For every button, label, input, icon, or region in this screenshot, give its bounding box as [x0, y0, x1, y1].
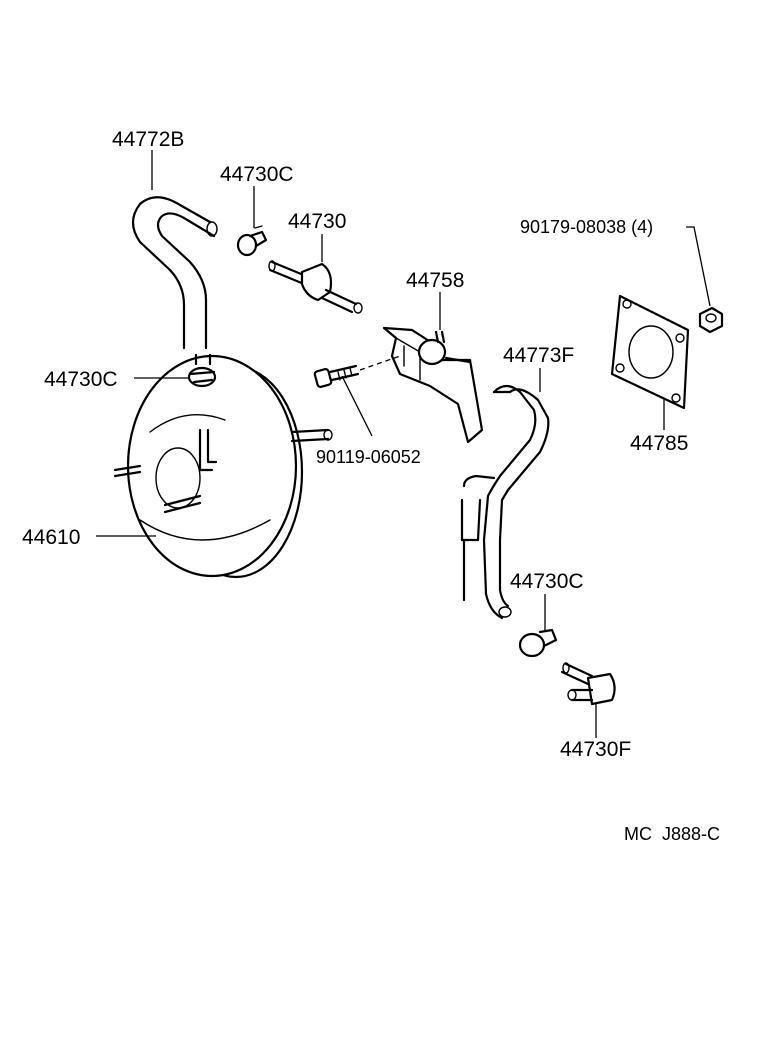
vacuum-hose-44772b [131, 196, 218, 350]
label-44730: 44730 [288, 210, 346, 233]
diagram-code: MC J888-C [624, 824, 720, 844]
part-labels: 44772B 44730C 44730 44758 90179-08038 (4… [22, 128, 720, 844]
hose-clamp-booster [187, 366, 217, 388]
label-90119-06052: 90119-06052 [316, 447, 421, 467]
leader-lines [96, 150, 711, 738]
label-90179-08038: 90179-08038 (4) [520, 217, 653, 237]
label-44730c-upper: 44730C [220, 163, 294, 186]
bracket-44758 [382, 326, 484, 444]
hose-clamp-lower [518, 628, 558, 658]
label-44758: 44758 [406, 269, 464, 292]
label-44730c-booster: 44730C [44, 368, 118, 391]
nut-90179-08038 [698, 306, 724, 334]
brake-booster-44610 [113, 353, 333, 579]
hose-clamp-upper [236, 225, 268, 257]
label-44730c-lower: 44730C [510, 570, 584, 593]
vacuum-hose-44773f [460, 384, 550, 620]
union-44730f [560, 662, 616, 706]
label-44610: 44610 [22, 526, 80, 549]
label-44730f: 44730F [560, 738, 631, 761]
gasket-44785 [610, 294, 690, 410]
check-valve-44730 [268, 260, 363, 314]
label-44785: 44785 [630, 432, 688, 455]
bolt-90119-06052 [313, 355, 401, 388]
label-44773f: 44773F [503, 344, 574, 367]
label-44772b: 44772B [112, 128, 184, 151]
